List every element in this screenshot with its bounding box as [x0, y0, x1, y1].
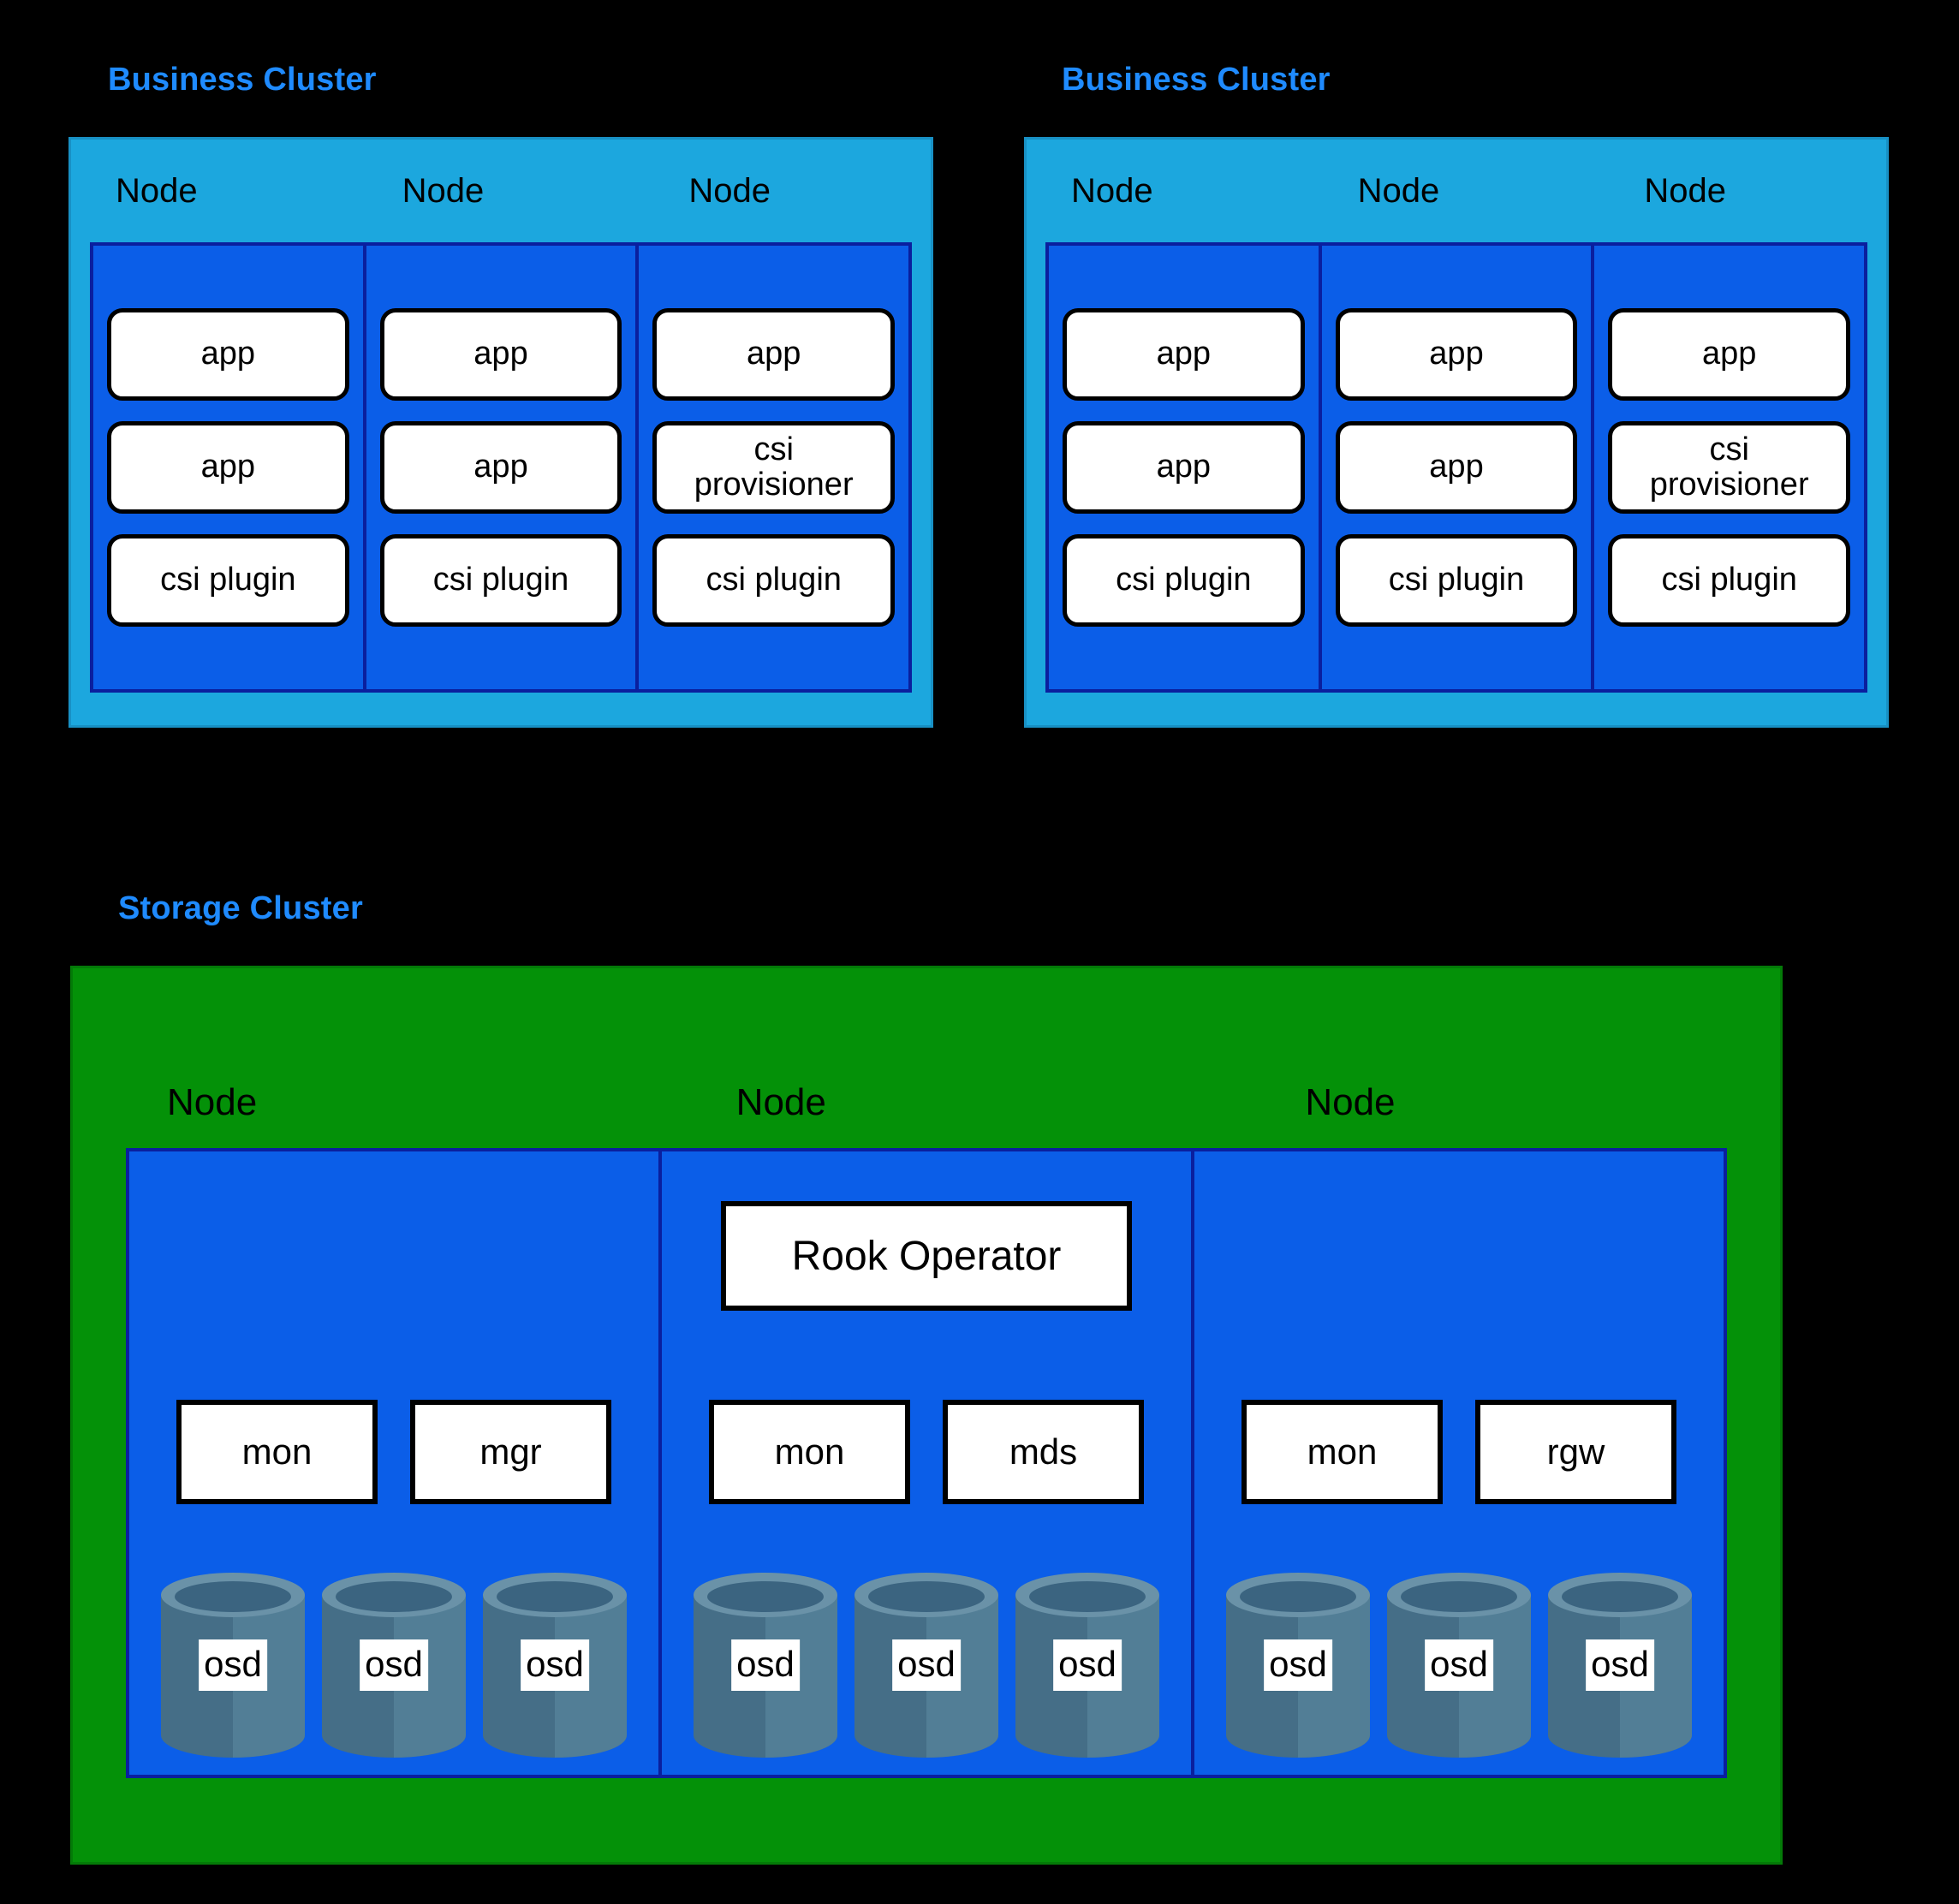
node-column: app app csi plugin	[362, 246, 636, 689]
pod-box[interactable]: app	[1335, 421, 1578, 514]
storage-cluster: Node Node Node mon mgr osd	[70, 966, 1783, 1865]
operator-row: Rook Operator	[662, 1201, 1191, 1311]
osd-cylinder[interactable]: osd	[692, 1571, 839, 1759]
storage-cluster-caption: Storage Cluster	[118, 890, 363, 926]
storage-node-column: mon mgr osd	[129, 1151, 658, 1775]
node-column: app app csi plugin	[1318, 246, 1592, 689]
osd-cylinder[interactable]: osd	[1385, 1571, 1533, 1759]
node-column: app csi provisioner csi plugin	[635, 246, 908, 689]
business-cluster-2-caption: Business Cluster	[1062, 62, 1331, 98]
business-cluster-1-nodes: app app csi plugin app app csi plugin ap…	[90, 242, 912, 693]
node-label: Node	[1357, 171, 1440, 210]
business-cluster-2: Node Node Node app app csi plugin app ap…	[1024, 137, 1889, 728]
pod-box[interactable]: app	[379, 421, 622, 514]
storage-cluster-node-labels: Node Node Node	[73, 968, 1780, 1148]
osd-label: osd	[199, 1639, 267, 1691]
pod-box[interactable]: app	[107, 308, 349, 401]
osd-cylinder[interactable]: osd	[853, 1571, 1000, 1759]
pod-box[interactable]: app	[379, 308, 622, 401]
pod-box[interactable]: csi plugin	[1608, 534, 1851, 627]
node-label: Node	[688, 171, 771, 210]
osd-label: osd	[1586, 1639, 1654, 1691]
pod-box[interactable]: app	[1608, 308, 1851, 401]
node-label: Node	[1071, 171, 1153, 210]
service-box[interactable]: mon	[1241, 1400, 1443, 1504]
osd-cylinder[interactable]: osd	[481, 1571, 628, 1759]
osd-label: osd	[731, 1639, 800, 1691]
service-box[interactable]: mon	[709, 1400, 910, 1504]
osd-label: osd	[892, 1639, 961, 1691]
pod-box[interactable]: app	[1063, 421, 1305, 514]
service-box[interactable]: rgw	[1475, 1400, 1676, 1504]
pod-box[interactable]: app	[107, 421, 349, 514]
cylinder-icon	[161, 1573, 305, 1758]
osd-label: osd	[521, 1639, 589, 1691]
osd-cylinder[interactable]: osd	[1014, 1571, 1161, 1759]
business-cluster-1: Node Node Node app app csi plugin app ap…	[68, 137, 933, 728]
node-label: Node	[735, 1081, 826, 1123]
osd-label: osd	[360, 1639, 428, 1691]
rook-operator-box[interactable]: Rook Operator	[721, 1201, 1132, 1311]
pod-box[interactable]: app	[652, 308, 896, 401]
pod-box[interactable]: csi plugin	[1335, 534, 1578, 627]
storage-node-column: Rook Operator mon mds osd	[658, 1151, 1191, 1775]
service-box[interactable]: mds	[943, 1400, 1144, 1504]
node-column: app csi provisioner csi plugin	[1591, 246, 1864, 689]
service-box[interactable]: mon	[176, 1400, 378, 1504]
osd-label: osd	[1264, 1639, 1332, 1691]
node-label: Node	[402, 171, 485, 210]
pod-box[interactable]: csi plugin	[652, 534, 896, 627]
osd-row: osd osd	[129, 1571, 658, 1759]
pod-box[interactable]: app	[1063, 308, 1305, 401]
pod-box[interactable]: csi provisioner	[652, 421, 896, 514]
osd-cylinder[interactable]: osd	[159, 1571, 307, 1759]
service-row: mon rgw	[1194, 1400, 1724, 1504]
osd-label: osd	[1425, 1639, 1493, 1691]
osd-cylinder[interactable]: osd	[320, 1571, 467, 1759]
pod-box[interactable]: csi provisioner	[1608, 421, 1851, 514]
storage-cluster-nodes: mon mgr osd	[126, 1148, 1727, 1778]
node-label: Node	[1305, 1081, 1396, 1123]
storage-node-column: mon rgw osd	[1191, 1151, 1724, 1775]
osd-label: osd	[1053, 1639, 1122, 1691]
service-box[interactable]: mgr	[410, 1400, 611, 1504]
pod-box[interactable]: csi plugin	[1063, 534, 1305, 627]
pod-box[interactable]: app	[1335, 308, 1578, 401]
node-label: Node	[167, 1081, 258, 1123]
osd-cylinder[interactable]: osd	[1546, 1571, 1694, 1759]
node-label: Node	[1644, 171, 1726, 210]
business-cluster-1-caption: Business Cluster	[108, 62, 377, 98]
node-label: Node	[116, 171, 198, 210]
service-row: mon mds	[662, 1400, 1191, 1504]
node-column: app app csi plugin	[1049, 246, 1319, 689]
osd-cylinder[interactable]: osd	[1224, 1571, 1372, 1759]
pod-box[interactable]: csi plugin	[107, 534, 349, 627]
node-column: app app csi plugin	[93, 246, 363, 689]
service-row: mon mgr	[129, 1400, 658, 1504]
osd-row: osd osd	[1194, 1571, 1724, 1759]
business-cluster-2-node-labels: Node Node Node	[1027, 140, 1886, 242]
business-cluster-1-node-labels: Node Node Node	[71, 140, 931, 242]
osd-row: osd osd	[662, 1571, 1191, 1759]
pod-box[interactable]: csi plugin	[379, 534, 622, 627]
business-cluster-2-nodes: app app csi plugin app app csi plugin ap…	[1045, 242, 1867, 693]
